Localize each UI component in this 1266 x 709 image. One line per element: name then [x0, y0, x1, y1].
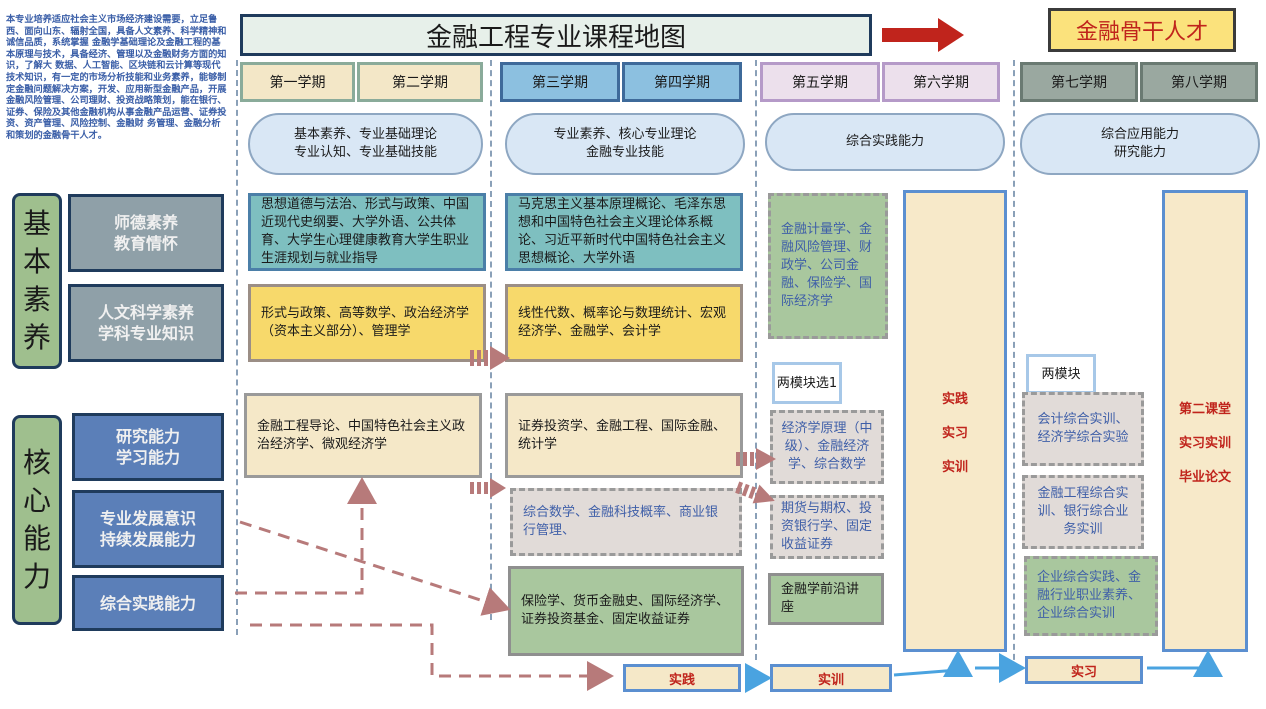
divider — [755, 60, 757, 660]
header-char: 能 — [22, 522, 51, 555]
pill-training: 实训 — [770, 664, 892, 692]
intro-text: 本专业培养适应社会主义市场经济建设需要，立足鲁西、面向山东、辐射全国，具备人文素… — [6, 14, 227, 141]
pill-practice: 实践 — [623, 664, 741, 692]
course-core-s5: 金融计量学、金融风险管理、财政学、公司金融、保险学、国际经济学 — [768, 193, 888, 339]
course-practice-s34: 保险学、货币金融史、国际经济学、证券投资基金、固定收益证券 — [508, 566, 744, 656]
tall-line: 实习实训 — [1178, 436, 1231, 451]
course-math-s12: 形式与政策、高等数学、政治经济学（资本主义部分）、管理学 — [248, 284, 486, 362]
goal-s34: 专业素养、核心专业理论 金融专业技能 — [505, 113, 745, 175]
striped-arrow-icon — [470, 478, 506, 498]
semester-3: 第三学期 — [500, 62, 620, 102]
semester-7: 第七学期 — [1020, 62, 1138, 102]
header-char: 本 — [22, 245, 51, 278]
sub-research: 研究能力 学习能力 — [72, 413, 224, 481]
header-char: 心 — [22, 484, 51, 517]
divider — [1013, 60, 1015, 670]
sub-line: 学科专业知识 — [97, 324, 194, 343]
semester-6: 第六学期 — [882, 62, 1000, 102]
goal-s78: 综合应用能力 研究能力 — [1020, 113, 1260, 175]
goal-s56: 综合实践能力 — [765, 113, 1005, 171]
course-math-s34: 线性代数、概率论与数理统计、宏观经济学、金融学、会计学 — [505, 284, 743, 362]
talent-badge: 金融骨干人才 — [1048, 8, 1236, 52]
header-char: 养 — [22, 321, 51, 354]
header-char: 素 — [22, 283, 51, 316]
goal-line: 研究能力 — [1113, 145, 1166, 160]
red-arrow-icon — [882, 18, 964, 52]
goal-line: 专业素养、核心专业理论 — [553, 127, 697, 142]
sub-line: 教育情怀 — [113, 234, 178, 253]
tall-line: 毕业论文 — [1178, 470, 1231, 485]
semester-1: 第一学期 — [240, 62, 355, 102]
course-seminar: 金融学前沿讲座 — [768, 573, 884, 625]
goal-line: 综合实践能力 — [845, 134, 924, 149]
tall-line: 实践 — [941, 392, 968, 407]
course-core-s12: 金融工程导论、中国特色社会主义政治经济学、微观经济学 — [244, 393, 482, 478]
course-s7-c: 企业综合实践、金融行业职业素养、企业综合实训 — [1024, 556, 1158, 636]
course-core-s34: 证券投资学、金融工程、国际金融、统计学 — [505, 393, 743, 478]
semester-2: 第二学期 — [357, 62, 483, 102]
sub-humanities: 人文科学素养 学科专业知识 — [68, 284, 224, 362]
goal-line: 专业认知、专业基础技能 — [293, 145, 437, 160]
course-module-a: 经济学原理（中级）、金融经济学、综合数学 — [770, 410, 884, 484]
goal-line: 综合应用能力 — [1100, 127, 1179, 142]
sub-line: 持续发展能力 — [99, 530, 196, 549]
sub-line: 综合实践能力 — [99, 593, 196, 613]
sub-ethics: 师德素养 教育情怀 — [68, 194, 224, 272]
sub-line: 学习能力 — [115, 448, 180, 467]
goal-line: 金融专业技能 — [585, 145, 664, 160]
divider — [236, 60, 238, 635]
course-general-s34: 马克思主义基本原理概论、毛泽东思想和中国特色社会主义理论体系概论、习近平新时代中… — [505, 193, 743, 271]
sub-line: 研究能力 — [115, 427, 180, 446]
course-module-b: 期货与期权、投资银行学、固定收益证券 — [770, 495, 884, 559]
tall-line: 第二课堂 — [1178, 402, 1231, 417]
sub-practice: 综合实践能力 — [72, 575, 224, 631]
tall-line: 实训 — [941, 460, 968, 475]
core-ability-header: 核 心 能 力 — [12, 415, 62, 625]
course-elective-s34: 综合数学、金融科技概率、商业银行管理、 — [510, 488, 742, 556]
semester-8: 第八学期 — [1140, 62, 1258, 102]
callout-choose-one: 两模块选1 — [772, 362, 842, 404]
header-char: 基 — [22, 207, 51, 240]
divider — [490, 60, 492, 620]
header-char: 力 — [22, 560, 51, 593]
goal-s12: 基本素养、专业基础理论 专业认知、专业基础技能 — [248, 113, 483, 175]
s8-column: 第二课堂 实习实训 毕业论文 — [1162, 190, 1248, 652]
sub-line: 师德素养 — [113, 213, 178, 232]
sub-line: 人文科学素养 — [97, 303, 194, 322]
page-title: 金融工程专业课程地图 — [240, 14, 872, 56]
callout-two-modules: 两模块 — [1026, 354, 1096, 394]
sub-development: 专业发展意识 持续发展能力 — [72, 490, 224, 568]
pill-internship: 实习 — [1025, 656, 1143, 684]
basic-quality-header: 基 本 素 养 — [12, 193, 62, 369]
course-s7-b: 金融工程综合实训、银行综合业务实训 — [1022, 475, 1144, 549]
header-char: 核 — [22, 446, 51, 479]
goal-line: 基本素养、专业基础理论 — [293, 127, 437, 142]
sub-line: 专业发展意识 — [99, 509, 196, 528]
course-s7-a: 会计综合实训、经济学综合实验 — [1022, 392, 1144, 466]
course-general-s12: 思想道德与法治、形式与政策、中国近现代史纲要、大学外语、公共体育、大学生心理健康… — [248, 193, 486, 271]
tall-line: 实习 — [941, 426, 968, 441]
semester-5: 第五学期 — [760, 62, 880, 102]
s6-practice-column: 实践 实习 实训 — [903, 190, 1007, 652]
semester-4: 第四学期 — [622, 62, 742, 102]
